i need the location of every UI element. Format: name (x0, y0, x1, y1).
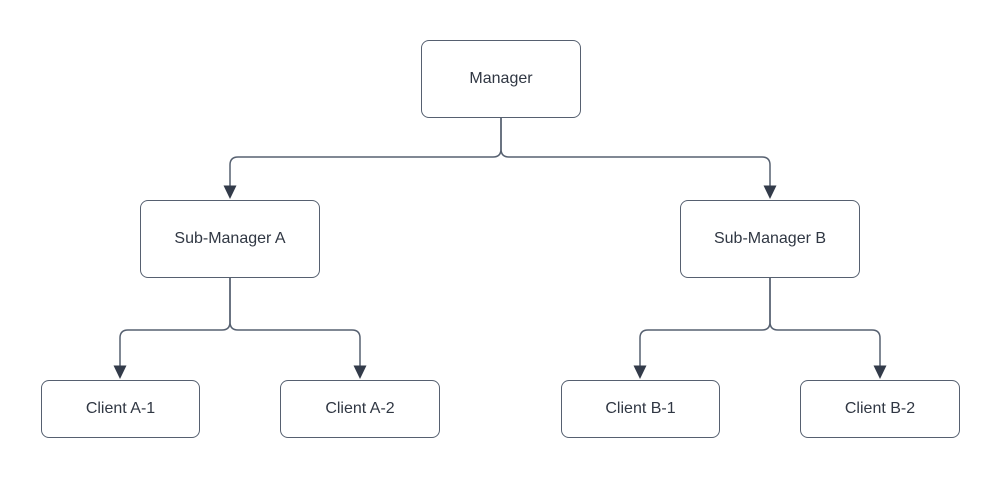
arrowhead-icon (873, 365, 887, 379)
node-manager[interactable]: Manager (421, 40, 581, 118)
node-manager-label: Manager (469, 70, 533, 87)
edge-line (229, 118, 502, 186)
node-client-a2[interactable]: Client A-2 (280, 380, 440, 438)
node-sub-manager-b[interactable]: Sub-Manager B (680, 200, 860, 278)
edge-line (119, 278, 231, 366)
edge-line (769, 278, 881, 366)
edge-sub-manager-a-to-client-a1 (113, 278, 231, 379)
node-client-a2-label: Client A-2 (325, 400, 395, 417)
arrowhead-icon (763, 185, 777, 199)
edge-sub-manager-a-to-client-a2 (229, 278, 367, 379)
node-sub-manager-a-label: Sub-Manager A (174, 230, 286, 247)
node-client-b2-label: Client B-2 (844, 400, 916, 417)
arrowhead-icon (223, 185, 237, 199)
node-sub-manager-a[interactable]: Sub-Manager A (140, 200, 320, 278)
node-client-a1[interactable]: Client A-1 (41, 380, 200, 438)
edge-line (229, 278, 361, 366)
node-client-a1-label: Client A-1 (85, 400, 156, 417)
arrowhead-icon (113, 365, 127, 379)
node-client-b1-label: Client B-1 (605, 400, 676, 417)
edge-manager-to-sub-manager-a (223, 118, 502, 199)
edge-line (639, 278, 771, 366)
arrowhead-icon (353, 365, 367, 379)
edge-sub-manager-b-to-client-b2 (769, 278, 887, 379)
node-client-b2[interactable]: Client B-2 (800, 380, 960, 438)
edge-manager-to-sub-manager-b (500, 118, 777, 199)
edge-sub-manager-b-to-client-b1 (633, 278, 771, 379)
node-sub-manager-b-label: Sub-Manager B (713, 230, 827, 247)
edge-line (500, 118, 771, 186)
node-client-b1[interactable]: Client B-1 (561, 380, 720, 438)
arrowhead-icon (633, 365, 647, 379)
